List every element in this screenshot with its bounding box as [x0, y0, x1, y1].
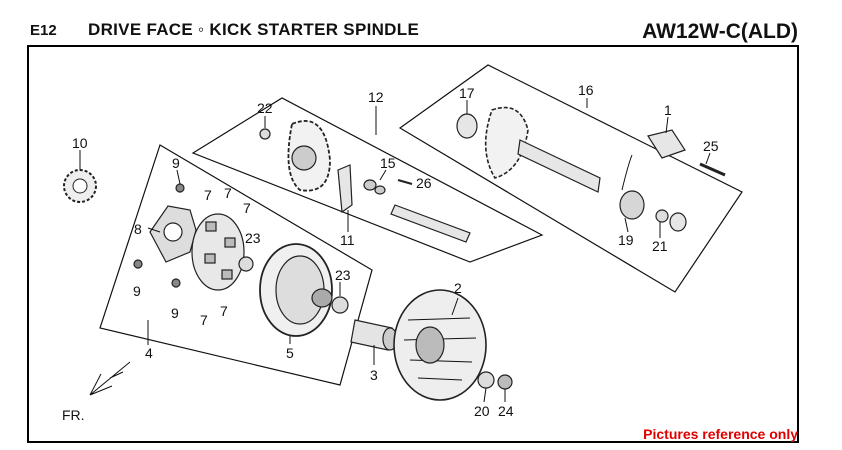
callout-3: 3: [370, 367, 378, 383]
group-outline-kick-spindle: [398, 64, 743, 293]
kick-spindle-16: [484, 106, 601, 193]
pin-15: [363, 179, 386, 195]
callout-11: 11: [340, 232, 355, 248]
callout-9-bottom: 9: [171, 305, 179, 321]
callout-24: 24: [498, 403, 514, 419]
section-code: E12: [30, 22, 57, 39]
collar-23-left: [238, 256, 254, 272]
callout-20: 20: [474, 403, 490, 419]
callout-10: 10: [72, 135, 88, 151]
callout-17: 17: [459, 85, 475, 101]
kick-driven-gear-part: [287, 120, 331, 192]
callout-7c: 7: [243, 200, 251, 216]
drive-face-fan-part: [393, 289, 487, 401]
collar-23-right: [331, 296, 349, 314]
washer-21: [655, 209, 669, 223]
callout-12: 12: [368, 89, 384, 105]
callout-19: 19: [618, 232, 634, 248]
bushing-21-collar: [669, 212, 687, 232]
forward-direction-arrow: [89, 361, 131, 396]
washer-9-top: [175, 183, 185, 193]
callout-9-left: 9: [133, 283, 141, 299]
movable-drive-face-part: [191, 213, 245, 291]
return-spring-19: [619, 154, 645, 220]
callout-8: 8: [134, 221, 142, 237]
reference-note: Pictures reference only: [643, 426, 798, 442]
callout-5: 5: [286, 345, 294, 361]
drive-gear-part: [63, 169, 97, 203]
direction-label: FR.: [62, 407, 85, 423]
callout-23-left: 23: [245, 230, 261, 246]
washer-22: [259, 128, 271, 140]
pin-26: [397, 179, 413, 185]
callout-22: 22: [257, 100, 273, 116]
group-outline-kick-gear: [191, 97, 544, 263]
callout-16: 16: [578, 82, 594, 98]
callout-21: 21: [652, 238, 668, 254]
callout-2: 2: [454, 280, 462, 296]
kick-shaft-12: [390, 204, 471, 243]
washer-9-left: [133, 259, 143, 269]
diagram-frame: [27, 45, 799, 443]
leader-lines: [79, 98, 711, 403]
stopper-plate-1: [647, 129, 686, 159]
callout-1: 1: [664, 102, 672, 118]
model-code: AW12W-C(ALD): [642, 20, 798, 43]
callout-4: 4: [145, 345, 153, 361]
drive-pulley-part: [259, 243, 333, 337]
callout-7b: 7: [224, 185, 232, 201]
callout-9-top: 9: [172, 155, 180, 171]
washer-9-bottom: [171, 278, 181, 288]
callout-25: 25: [703, 138, 719, 154]
washer-20: [477, 371, 495, 389]
group-outline-drive-face: [99, 144, 373, 386]
kick-spring-11: [337, 164, 353, 214]
callout-7a: 7: [204, 187, 212, 203]
ramp-plate-part: [149, 205, 197, 263]
bushing-17: [456, 113, 478, 139]
callout-23-right: 23: [335, 267, 351, 283]
bolt-25: [699, 162, 726, 177]
page-title: DRIVE FACE ◦ KICK STARTER SPINDLE: [88, 20, 420, 39]
nut-24: [497, 374, 513, 390]
callout-7d: 7: [200, 312, 208, 328]
callout-26: 26: [416, 175, 432, 191]
callout-15: 15: [380, 155, 396, 171]
callout-7e: 7: [220, 303, 228, 319]
